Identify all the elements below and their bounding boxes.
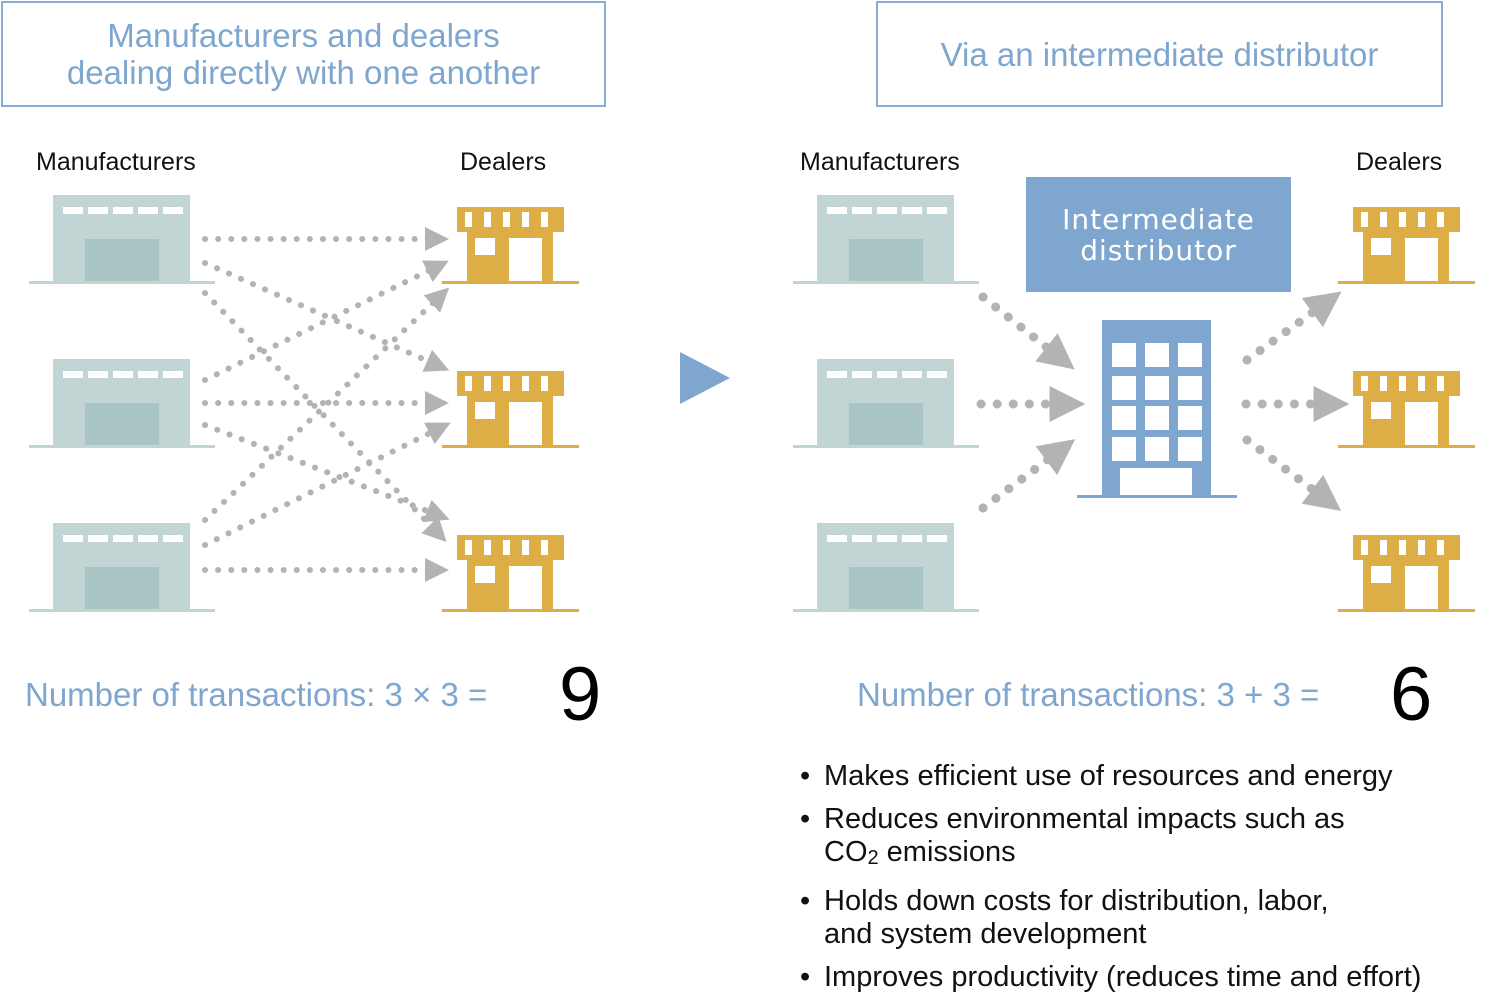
transaction-arrow [202,290,447,543]
shop-icon [442,371,579,448]
right-title: Via an intermediate distributor [940,35,1379,73]
left-transaction-total: 9 [559,652,602,737]
transaction-arrow [1242,435,1342,511]
factory-icon [793,195,979,284]
shop-icon [442,535,579,612]
benefit-item: • Improves productivity (reduces time an… [800,961,1490,994]
benefit-text-continued: CO2 emissions [824,836,1490,875]
right-title-box: Via an intermediate distributor [876,1,1443,107]
factory-icon [29,195,215,284]
benefit-item: • Reduces environmental impacts such as … [800,803,1490,875]
shop-icon [1338,535,1475,612]
right-manufacturers-label: Manufacturers [800,148,960,176]
transaction-arrow [202,260,449,383]
transaction-arrow [202,260,450,372]
factory-icon [793,359,979,448]
right-dealers-label: Dealers [1356,148,1443,176]
benefit-item: • Holds down costs for distribution, lab… [800,885,1490,951]
left-title-box: Manufacturers and dealers dealing direct… [1,1,606,107]
co2-prefix: CO [824,836,868,868]
benefits-list: • Makes efficient use of resources and e… [800,760,1490,1004]
transaction-arrow [202,287,450,523]
left-manufacturers-label: Manufacturers [36,148,196,176]
transaction-arrow [978,292,1075,370]
co2-subscript: 2 [867,847,879,869]
bullet-marker: • [800,885,811,917]
left-title-line1: Manufacturers and dealers [107,17,500,54]
benefit-text: Improves productivity (reduces time and … [824,961,1422,993]
left-transaction-formula: Number of transactions: 3 × 3 = [25,676,488,713]
shop-icon [1338,207,1475,284]
left-title-line2: dealing directly with one another [66,54,541,91]
benefit-item: • Makes efficient use of resources and e… [800,760,1490,793]
distributor-label-box: Intermediate distributor [1026,177,1291,292]
office-building-icon [1077,320,1237,498]
shop-icon [1338,371,1475,448]
benefit-text: Reduces environmental impacts such as [824,803,1345,835]
transaction-arrow [202,422,451,548]
transaction-arrow [1242,291,1342,365]
benefit-text: Makes efficient use of resources and ene… [824,760,1393,792]
bullet-marker: • [800,803,811,835]
transaction-arrow [202,422,450,523]
benefit-text-continued: and system development [824,918,1147,950]
distributor-label-line1: Intermediate [1062,202,1255,236]
left-dealers-label: Dealers [460,148,547,176]
benefit-text: Holds down costs for distribution, labor… [824,885,1329,917]
bullet-marker: • [800,760,811,792]
shop-icon [442,207,579,284]
bullet-marker: • [800,961,811,993]
play-arrow-icon [680,352,730,404]
transaction-arrow [978,439,1076,513]
distributor-label-line2: distributor [1080,233,1237,267]
co2-suffix: emissions [878,836,1016,868]
factory-icon [29,359,215,448]
right-transaction-formula: Number of transactions: 3 + 3 = [857,676,1320,713]
right-transaction-total: 6 [1390,652,1433,737]
factory-icon [793,523,979,612]
factory-icon [29,523,215,612]
